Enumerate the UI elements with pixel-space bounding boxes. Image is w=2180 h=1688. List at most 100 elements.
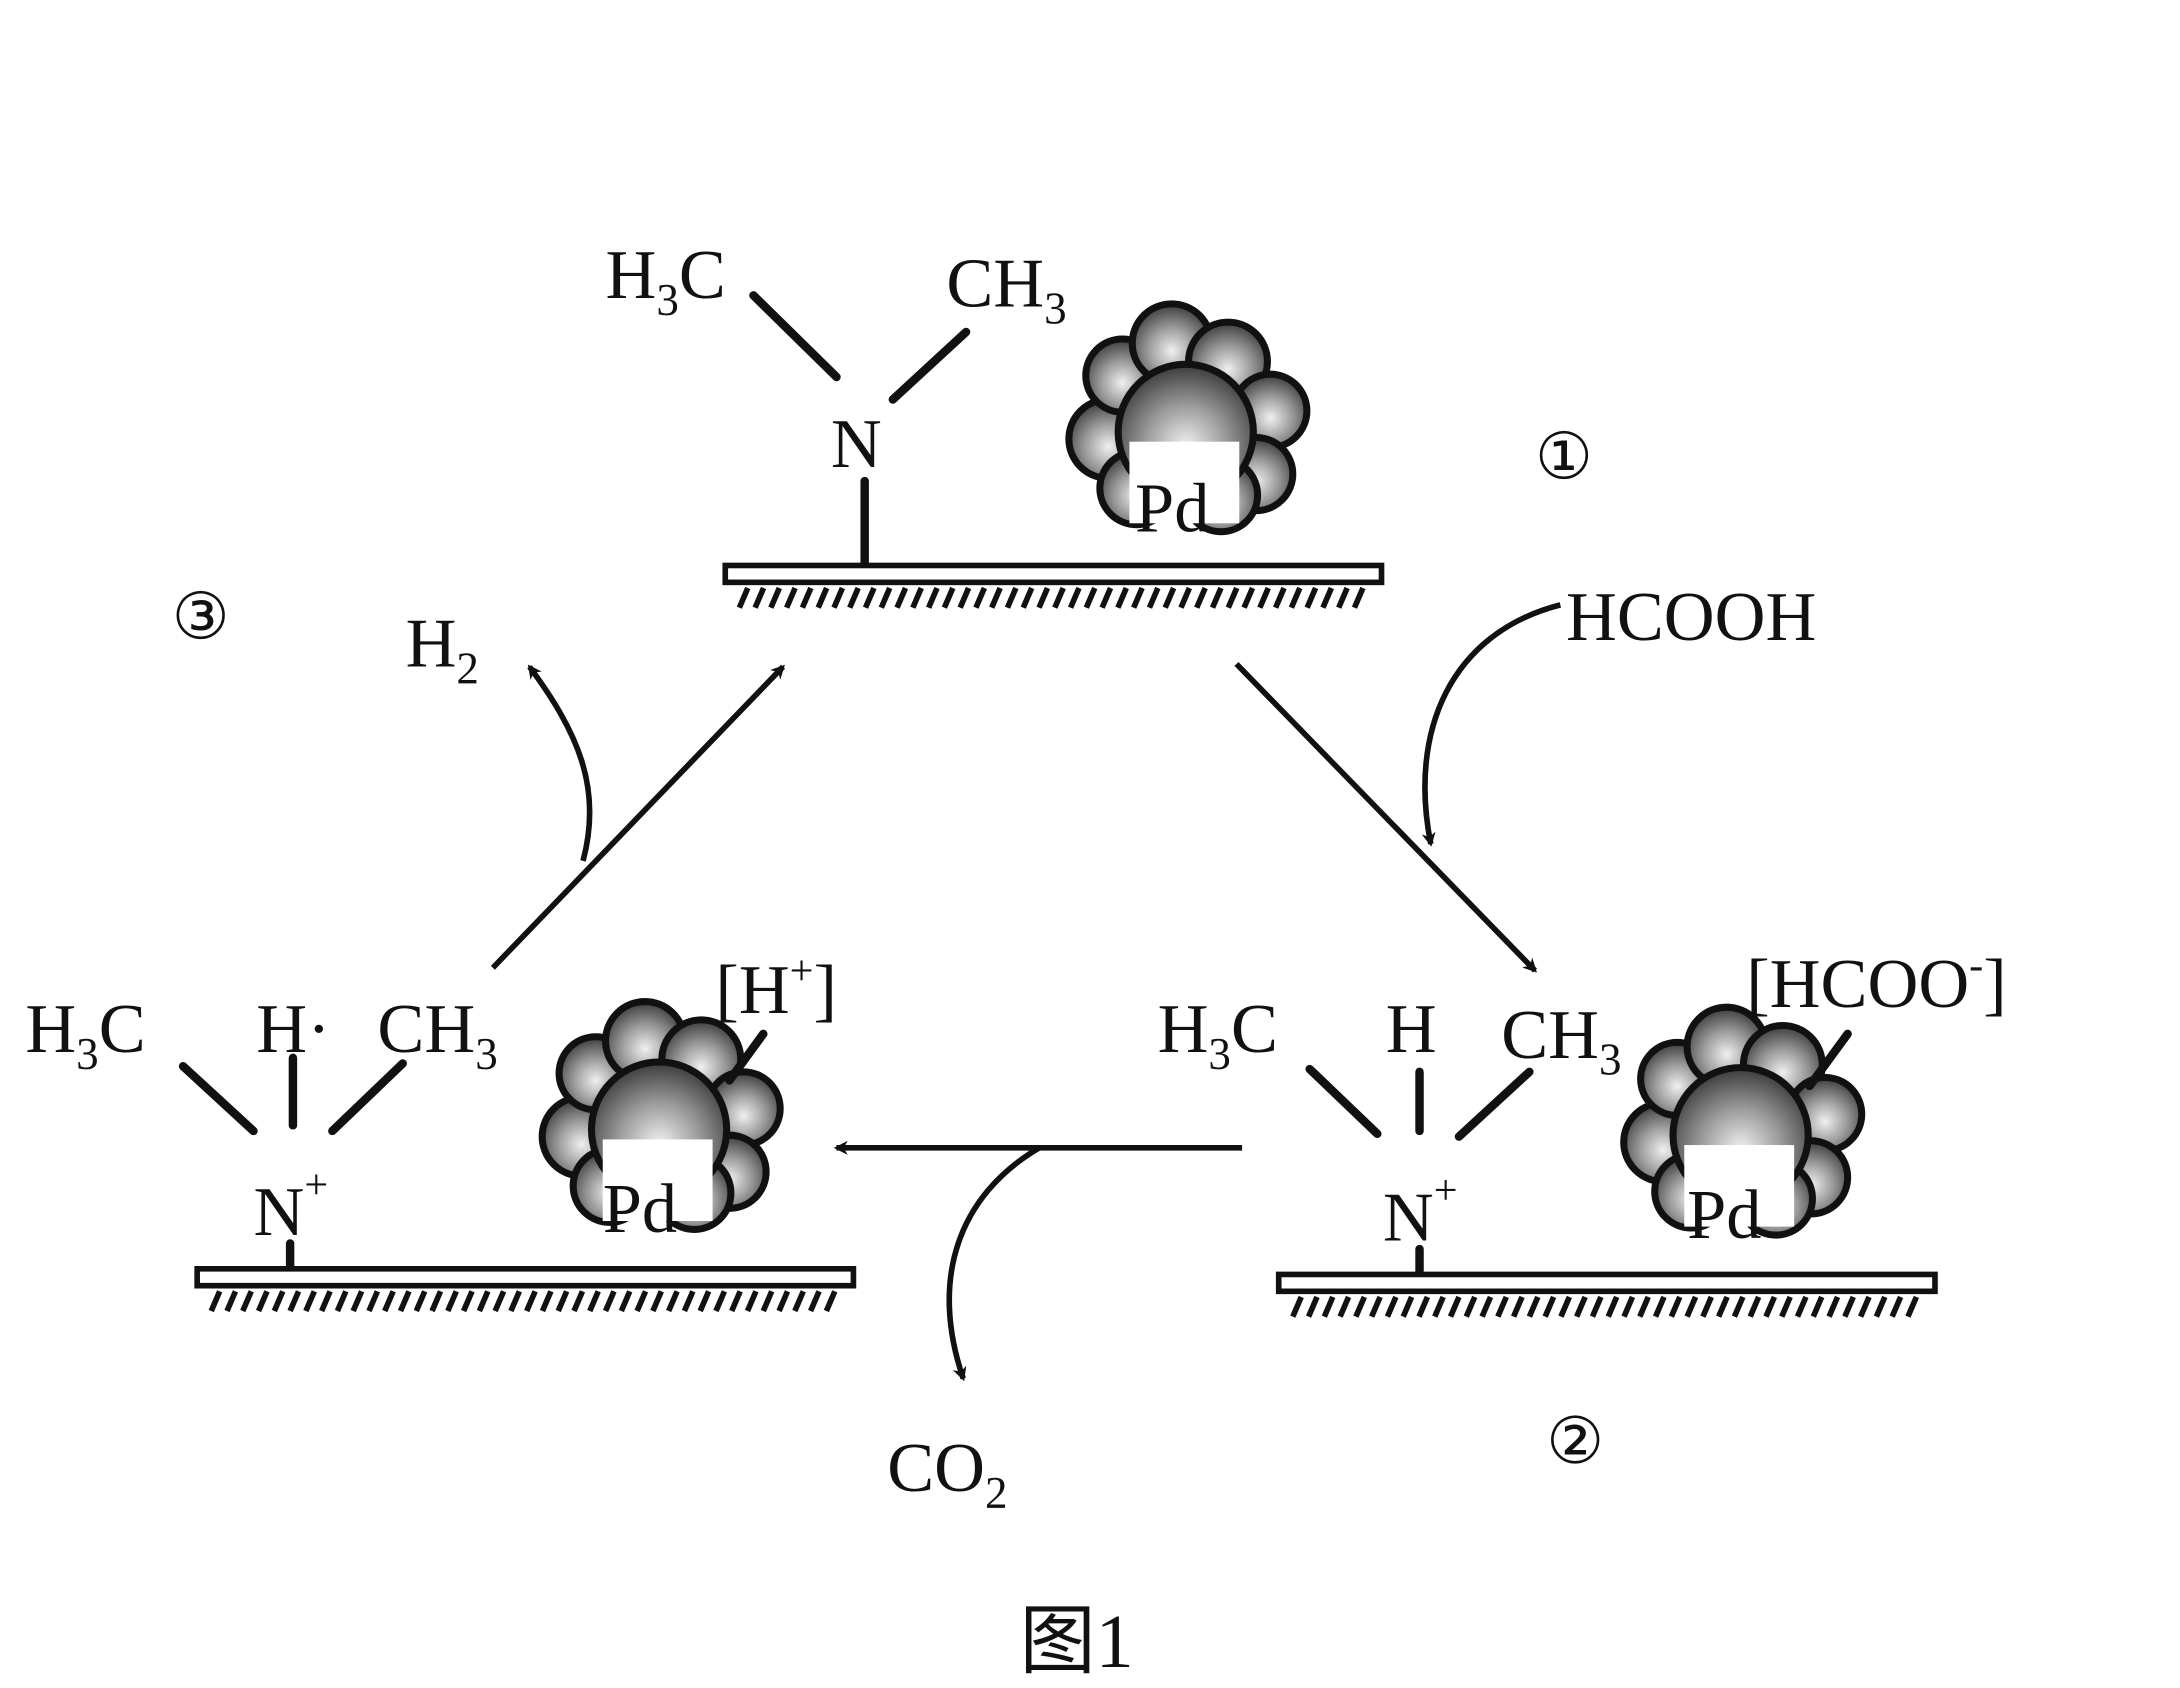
hatch-mark: [768, 586, 782, 609]
hatch-mark: [1337, 1295, 1352, 1318]
co2-label: CO2: [887, 1429, 1007, 1518]
hatch-mark: [1637, 1295, 1651, 1318]
hatch-mark: [1794, 1295, 1809, 1318]
bond: [725, 1029, 768, 1085]
hatch-mark: [989, 586, 1003, 609]
hatch-mark: [1320, 586, 1334, 609]
hatch-mark: [941, 586, 956, 609]
hatch-mark: [973, 586, 987, 609]
hatch-mark: [1131, 586, 1145, 609]
hatch-mark: [1369, 1295, 1383, 1318]
hatch-mark: [319, 1290, 333, 1313]
hatch-mark: [1336, 586, 1350, 609]
ch3-right: CH3: [377, 990, 497, 1079]
hatch-mark: [1589, 1295, 1604, 1318]
hatch-mark: [1858, 1295, 1872, 1318]
hatch-mark: [862, 586, 877, 609]
hatch-mark: [1763, 1295, 1778, 1318]
hatch-mark: [350, 1290, 365, 1313]
hatch-mark: [878, 586, 893, 609]
hatch-mark: [1146, 586, 1161, 609]
hatch-mark: [1273, 586, 1287, 609]
pd-label: Pd: [1135, 470, 1209, 548]
hatch-mark: [1889, 1295, 1904, 1318]
arrow-h2-out: [527, 664, 593, 862]
arrow-step3-to-step1: [490, 664, 786, 970]
step-3-number: ③: [172, 582, 230, 654]
hatch-mark: [847, 586, 861, 609]
hatch-mark: [1115, 586, 1129, 609]
hatch-mark: [1447, 1295, 1462, 1318]
bond: [328, 1059, 407, 1136]
hatch-mark: [650, 1290, 664, 1313]
hatch-mark: [1067, 586, 1082, 609]
hatch-mark: [792, 1290, 806, 1313]
hatch-mark: [461, 1290, 475, 1313]
hatch-mark: [1542, 1295, 1557, 1318]
nitrogen-atom: N: [831, 405, 882, 483]
hatch-mark: [492, 1290, 507, 1313]
h3c-left: H3C: [1158, 990, 1278, 1079]
hatch-mark: [1004, 586, 1019, 609]
bond: [178, 1062, 258, 1136]
hatch-mark: [1621, 1295, 1636, 1318]
hatch-mark: [697, 1290, 712, 1313]
hatch-mark: [1290, 1295, 1304, 1318]
hatch-mark: [815, 586, 830, 609]
hatch-mark: [1873, 1295, 1888, 1318]
hatch-mark: [681, 1290, 696, 1313]
hatch-mark: [1353, 1295, 1367, 1318]
hatch-mark: [799, 586, 814, 609]
arrow-co2-out: [946, 1145, 1041, 1382]
hatch-mark: [1905, 1295, 1919, 1318]
hatch-mark: [1495, 1295, 1509, 1318]
step-1-number: ①: [1535, 421, 1593, 493]
hatch-mark: [1083, 586, 1098, 609]
hatch-mark: [271, 1290, 286, 1313]
hatch-mark: [334, 1290, 349, 1313]
hatch-mark: [713, 1290, 728, 1313]
hatch-mark: [760, 1290, 775, 1313]
hatch-mark: [1747, 1295, 1762, 1318]
hatch-mark: [208, 1290, 223, 1313]
hatch-mark: [1652, 1295, 1667, 1318]
hatch-mark: [224, 1290, 239, 1313]
pd-label: Pd: [603, 1170, 677, 1248]
hatch-mark: [784, 586, 798, 609]
hatch-mark: [571, 1290, 586, 1313]
support-surface: [1279, 1274, 1935, 1318]
step-1-molecule: H3C CH3 N Pd: [606, 236, 1382, 609]
hcooh-label: HCOOH: [1566, 578, 1816, 656]
hatch-mark: [1178, 586, 1193, 609]
hatch-mark: [445, 1290, 459, 1313]
hatch-mark: [910, 586, 924, 609]
hatch-mark: [1225, 586, 1240, 609]
hatch-mark: [1416, 1295, 1431, 1318]
hatch-mark: [1558, 1295, 1572, 1318]
hatch-mark: [1257, 586, 1271, 609]
hatch-mark: [752, 586, 767, 609]
hatch-mark: [1288, 586, 1303, 609]
h-atom: H: [1386, 990, 1437, 1068]
hatch-mark: [1321, 1295, 1336, 1318]
hatch-mark: [1036, 586, 1051, 609]
hatch-mark: [1304, 586, 1319, 609]
hatch-mark: [1779, 1295, 1793, 1318]
hatch-mark: [634, 1290, 649, 1313]
hatch-mark: [382, 1290, 396, 1313]
hatch-mark: [744, 1290, 759, 1313]
hatch-mark: [1842, 1295, 1856, 1318]
hatch-mark: [1731, 1295, 1746, 1318]
hatch-mark: [555, 1290, 570, 1313]
bond: [1305, 1064, 1382, 1138]
h3c-left: H3C: [25, 990, 145, 1079]
hatch-mark: [808, 1290, 822, 1313]
hatch-mark: [240, 1290, 254, 1313]
hatch-mark: [413, 1290, 428, 1313]
hatch-mark: [1526, 1295, 1541, 1318]
bond: [749, 291, 841, 382]
h2-label: H2: [406, 605, 479, 694]
hatch-mark: [1052, 586, 1066, 609]
nitrogen-cation: N+: [1383, 1167, 1458, 1257]
